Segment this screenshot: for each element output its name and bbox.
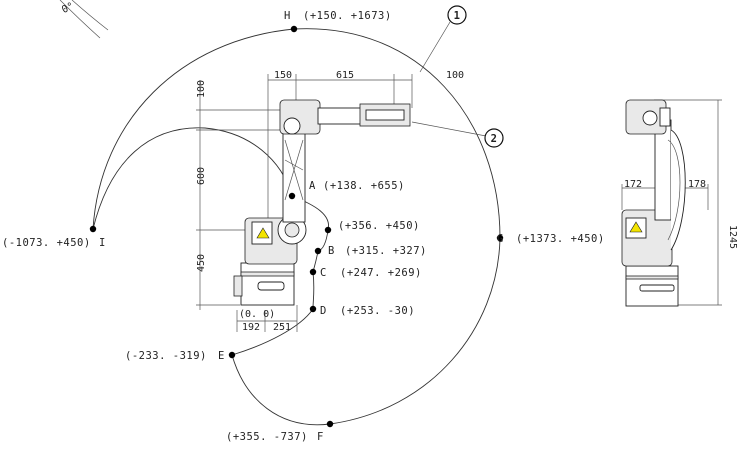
svg-text:D: D: [320, 305, 327, 317]
dim-100-top: 100: [446, 70, 464, 81]
dim-615: 615: [336, 70, 354, 81]
svg-text:C: C: [320, 267, 327, 279]
svg-text:A: A: [309, 180, 316, 192]
inner-envelope-top: [92, 127, 293, 230]
robot-front-view: [233, 99, 411, 306]
point-H: H (+150. +1673): [284, 10, 392, 33]
svg-text:(+315. +327): (+315. +327): [345, 245, 427, 257]
svg-text:(+150. +1673): (+150. +1673): [303, 10, 392, 22]
robot-side-view: [621, 99, 722, 307]
svg-text:H: H: [284, 10, 291, 22]
inner-envelope-bc: [312, 250, 319, 310]
svg-text:F: F: [317, 431, 324, 443]
warning-label-side: [629, 221, 643, 233]
svg-text:(-233. -319): (-233. -319): [125, 350, 207, 362]
callout-2: 2: [484, 128, 504, 148]
svg-text:(+253. -30): (+253. -30): [340, 305, 415, 317]
point-D: D (+253. -30): [309, 305, 415, 317]
callout-1-leader: [419, 21, 451, 73]
svg-text:(-1073. +450): (-1073. +450): [2, 237, 91, 249]
svg-text:(+138. +655): (+138. +655): [323, 180, 405, 192]
dim-150: 150: [274, 70, 292, 81]
point-A2: (+356. +450): [324, 220, 420, 234]
dim-1245: 1245: [727, 225, 738, 249]
point-E: (-233. -319) E: [125, 350, 236, 362]
svg-text:I: I: [99, 237, 106, 249]
svg-text:E: E: [218, 350, 225, 362]
svg-text:(+247. +269): (+247. +269): [340, 267, 422, 279]
svg-text:2: 2: [491, 133, 498, 145]
point-A: A (+138. +655): [288, 180, 405, 200]
origin-label: (0. 0): [239, 309, 275, 320]
corner-mark: 0°: [60, 1, 76, 16]
dim-178: 178: [688, 179, 706, 190]
dim-251: 251: [273, 322, 291, 333]
svg-text:(+355. -737): (+355. -737): [226, 431, 308, 443]
point-C: C (+247. +269): [309, 267, 422, 279]
dim-450: 450: [196, 254, 207, 272]
dim-192: 192: [242, 322, 260, 333]
point-I: (-1073. +450) I: [2, 225, 106, 249]
svg-text:(+1373. +450): (+1373. +450): [516, 233, 605, 245]
inner-envelope-de: [231, 308, 314, 356]
callout-2-leader: [411, 121, 487, 137]
dimension-lines: [196, 74, 413, 332]
point-F: (+355. -737) F: [226, 420, 334, 443]
svg-text:G: G: [497, 233, 504, 245]
svg-text:B: B: [328, 245, 335, 257]
point-G: G (+1373. +450): [496, 233, 605, 245]
corner-arc: [59, 0, 101, 39]
point-B: B (+315. +327): [314, 245, 427, 257]
dim-172: 172: [624, 179, 642, 190]
warning-label-front: [256, 227, 270, 239]
callout-1: 1: [447, 5, 467, 25]
dim-100-left: 100: [196, 80, 207, 98]
svg-text:1: 1: [454, 10, 461, 22]
svg-text:(+356. +450): (+356. +450): [338, 220, 420, 232]
dim-600: 600: [196, 167, 207, 185]
corner-arc-inner: [71, 0, 109, 31]
